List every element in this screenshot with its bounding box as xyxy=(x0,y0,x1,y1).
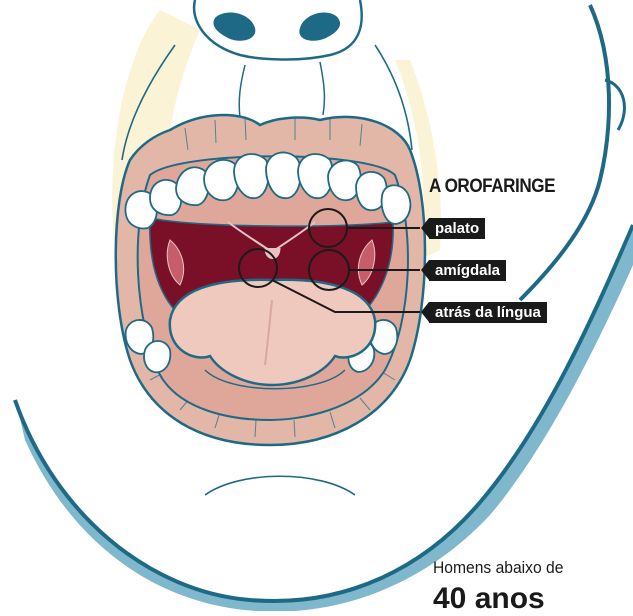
neck-line xyxy=(520,5,609,300)
philtrum xyxy=(239,62,324,118)
left-nostril xyxy=(213,13,255,41)
right-nostril xyxy=(299,13,340,41)
chin-crease xyxy=(205,476,355,495)
diagram-title: A OROFARINGE xyxy=(429,176,555,198)
label-atras-da-lingua: atrás da língua xyxy=(429,302,547,323)
label-palato: palato xyxy=(429,218,485,239)
label-amigdala: amígdala xyxy=(429,260,506,281)
caption-line-1: Homens abaixo de xyxy=(433,558,563,578)
